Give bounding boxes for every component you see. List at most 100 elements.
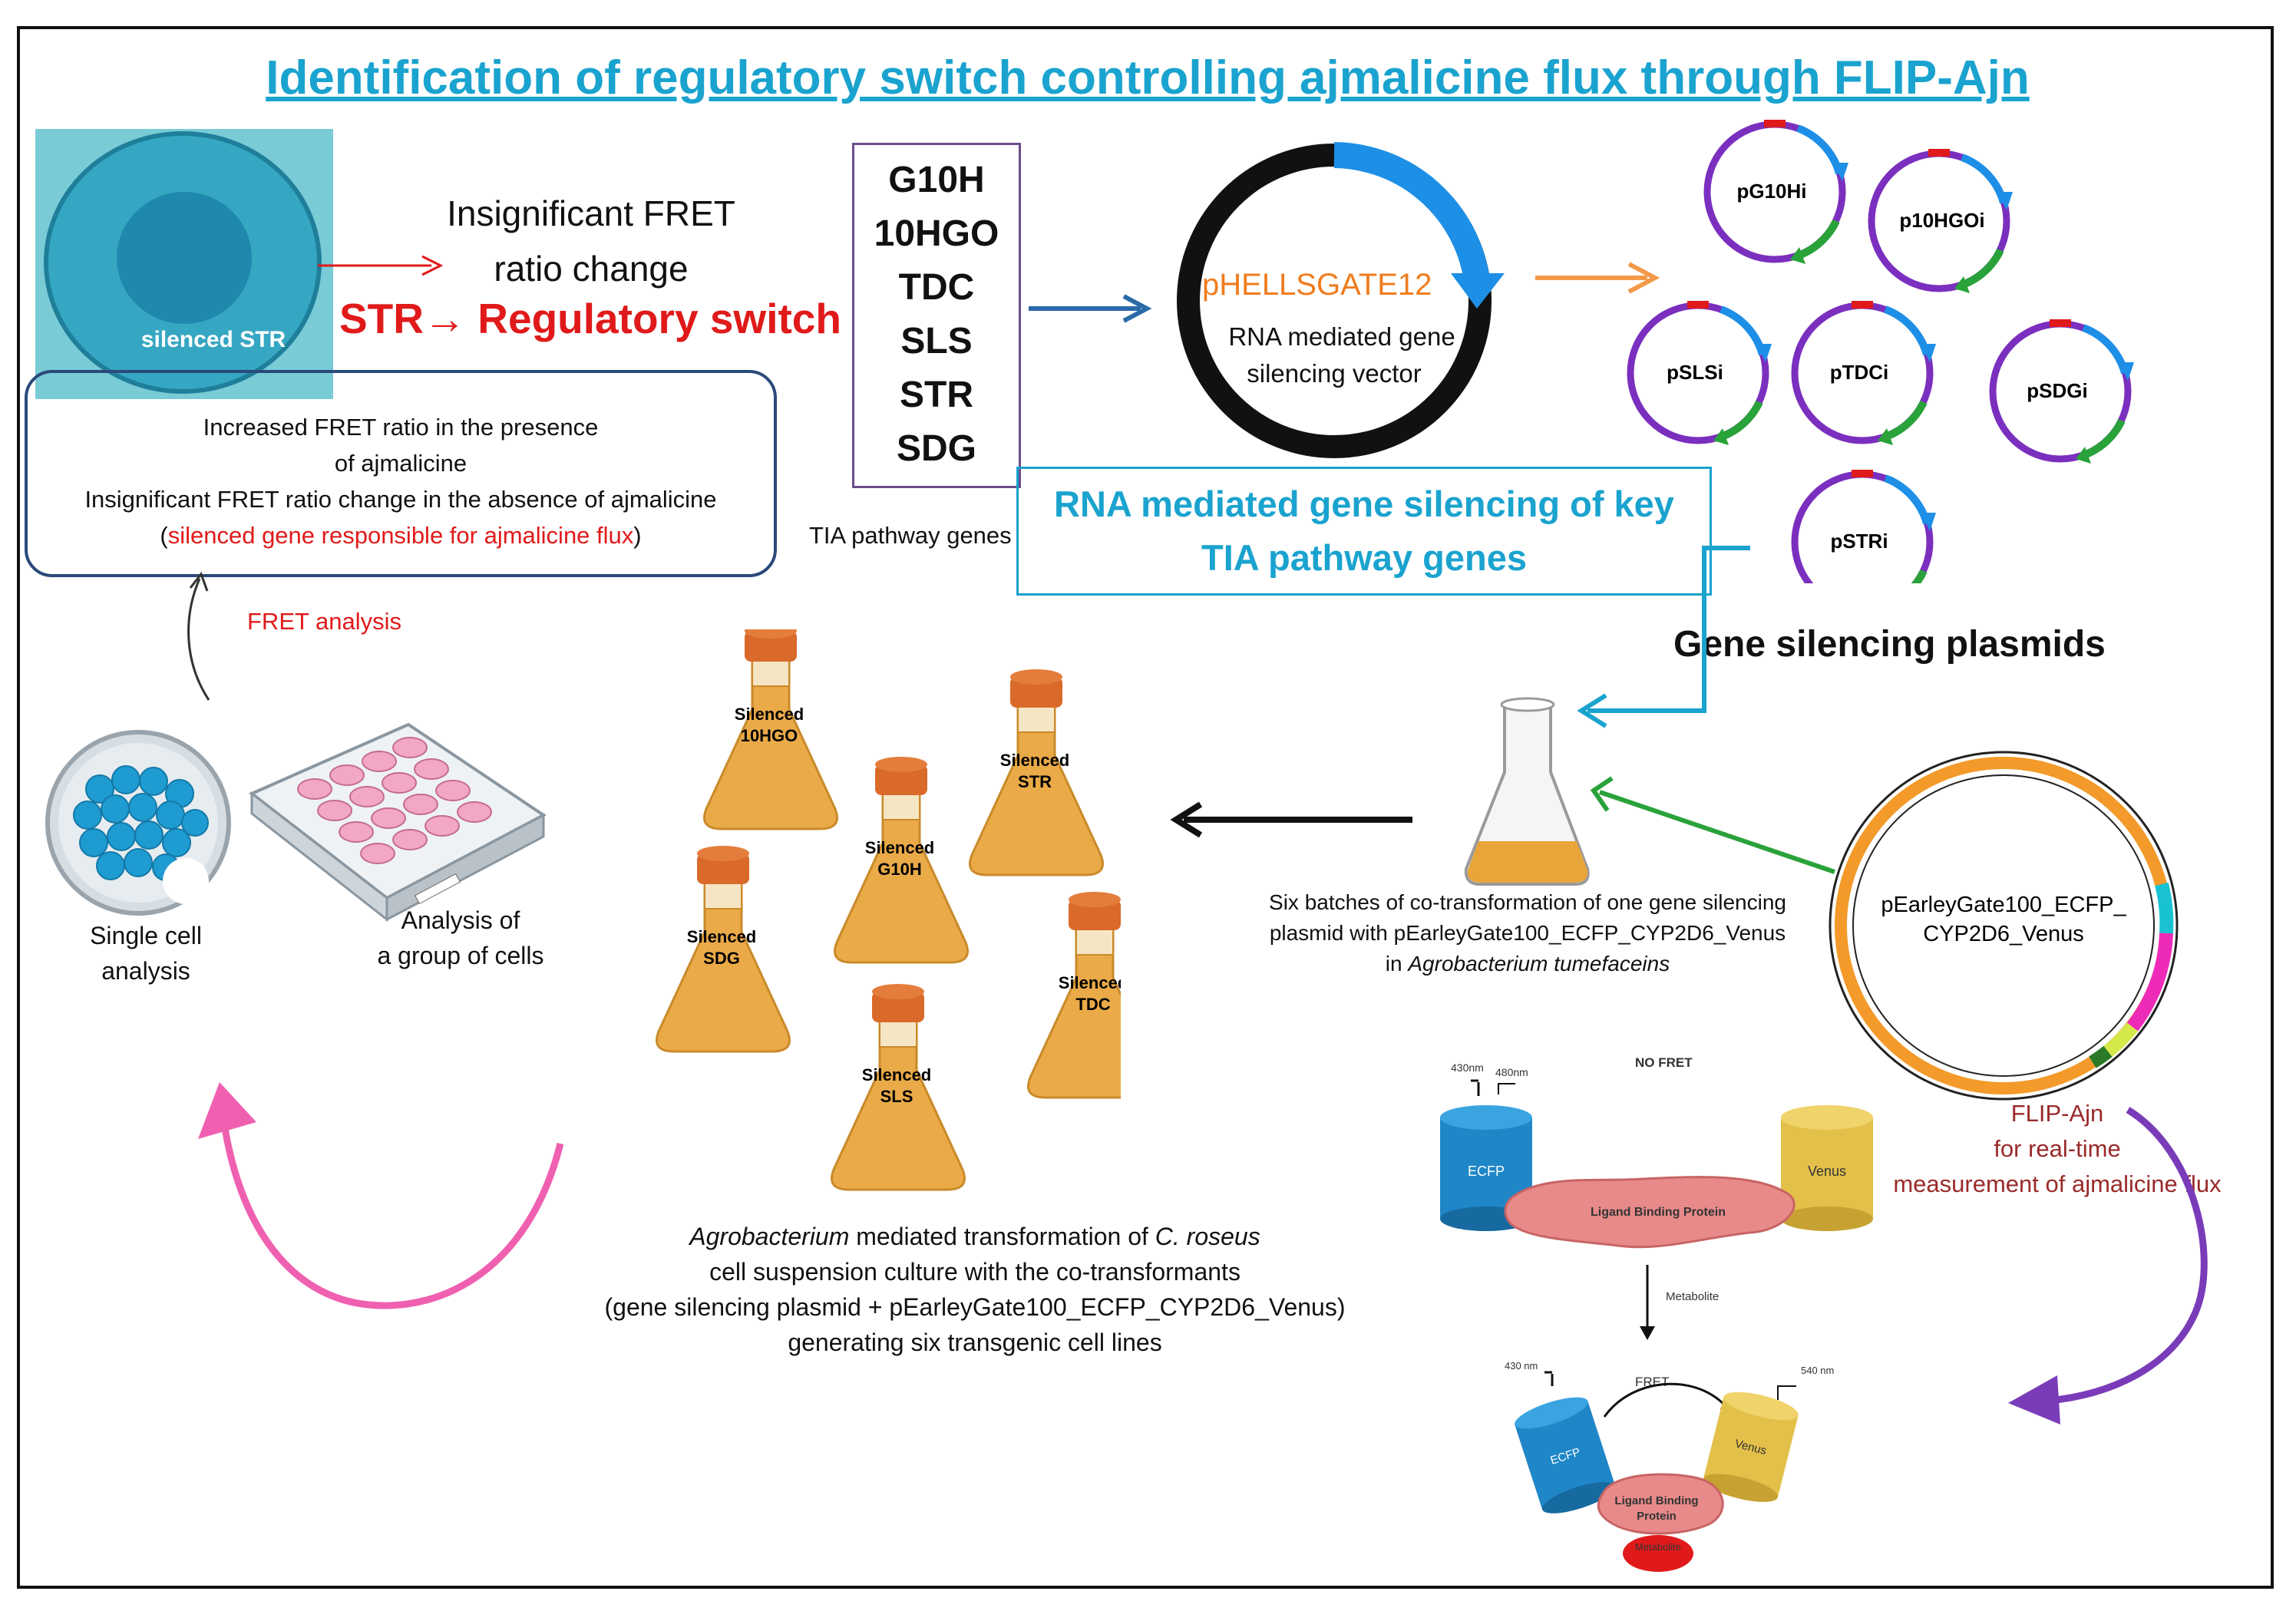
gene-item: SLS xyxy=(900,321,973,361)
flip-ajn-text: FLIP-Ajn for real-time measurement of aj… xyxy=(1850,1096,2265,1202)
fret-line4: (silenced gene responsible for ajmalicin… xyxy=(160,522,642,549)
fret-result-box xyxy=(25,370,777,577)
cotrans-line3: in Agrobacterium tumefaceins xyxy=(1385,952,1670,976)
petri-dish xyxy=(45,730,231,916)
svg-text:pSLSi: pSLSi xyxy=(1667,361,1723,384)
svg-text:pSDGi: pSDGi xyxy=(2027,379,2087,402)
transformation-line3: (gene silencing plasmid + pEarleyGate100… xyxy=(604,1293,1346,1321)
svg-text:480nm: 480nm xyxy=(1495,1066,1528,1078)
rnai-line2: TIA pathway genes xyxy=(1201,537,1527,578)
metabolite-label: Metabolite xyxy=(1635,1541,1681,1553)
flask-silenced-g10h: Silenced G10H xyxy=(834,755,969,964)
fret-result-text: Increased FRET ratio in the presence of … xyxy=(31,409,771,553)
svg-text:Ligand Binding: Ligand Binding xyxy=(1614,1494,1698,1507)
fret-line4-red: silenced gene responsible for ajmalicine… xyxy=(167,522,634,549)
cotransformation-text: Six batches of co-transformation of one … xyxy=(1221,887,1835,979)
flip-ajn-sensor: NO FRET 430nm 480nm ECFP Venus Ligand Bi… xyxy=(1440,1055,1873,1572)
fret-line1: Increased FRET ratio in the presence xyxy=(203,414,599,441)
plasmids-caption: Gene silencing plasmids xyxy=(1673,624,2106,665)
svg-text:pSTRi: pSTRi xyxy=(1830,530,1888,553)
svg-text:Silenced: Silenced xyxy=(1059,973,1121,992)
transformation-line2: cell suspension culture with the co-tran… xyxy=(709,1258,1241,1286)
plasmid-p10hgoi: p10HGOi xyxy=(1871,149,2013,293)
gene-silencing-plasmids: pG10Hi p10HGOi pSLSi pTDCi pSDGi pSTRi xyxy=(1624,115,2238,583)
flip-line3: measurement of ajmalicine flux xyxy=(1893,1170,2222,1197)
group-cells-text: Analysis of a group of cells xyxy=(377,906,544,969)
svg-text:10HGO: 10HGO xyxy=(741,726,798,745)
big-plasmid-line2: CYP2D6_Venus xyxy=(1923,922,2084,946)
gene-item: STR xyxy=(900,375,973,415)
flask-to-cultures-arrow xyxy=(1170,801,1412,838)
fret-line3: Insignificant FRET ratio change in the a… xyxy=(84,486,717,513)
svg-text:Silenced: Silenced xyxy=(862,1065,931,1084)
transformation-line4: generating six transgenic cell lines xyxy=(788,1329,1162,1356)
switch-text: Insignificant FRET ratio change xyxy=(391,186,791,296)
switch-line1: Insignificant FRET xyxy=(447,193,735,233)
svg-text:p10HGOi: p10HGOi xyxy=(1899,209,1984,232)
pearleygate-plasmid: pEarleyGate100_ECFP_ CYP2D6_Venus xyxy=(1829,751,2179,1101)
plasmid-ptdci: pTDCi xyxy=(1795,301,1936,445)
gene-list: G10H 10HGO TDC SLS STR SDG xyxy=(852,154,1021,476)
svg-text:Silenced: Silenced xyxy=(687,927,756,946)
plasmid-pg10hi: pG10Hi xyxy=(1707,120,1848,264)
silenced-flasks: Silenced 10HGO Silenced STR Silenced G10… xyxy=(656,629,1121,1191)
well-plate xyxy=(249,722,547,923)
svg-text:TDC: TDC xyxy=(1075,995,1110,1014)
fret-analysis-label: FRET analysis xyxy=(247,608,401,635)
gene-item: TDC xyxy=(898,267,975,308)
purple-curved-arrow xyxy=(2008,1107,2208,1424)
phellsgate12-vector: pHELLSGATE12 RNA mediated gene silencing… xyxy=(1177,142,1505,458)
fret-line2: of ajmalicine xyxy=(334,450,467,477)
vector-name: pHELLSGATE12 xyxy=(1202,268,1432,302)
plasmids-to-flask-arrow xyxy=(1577,546,1750,728)
gene-item: G10H xyxy=(888,160,985,200)
svg-text:Protein: Protein xyxy=(1637,1510,1677,1523)
ecfp-label: ECFP xyxy=(1468,1164,1505,1179)
metabolite-arrow-label: Metabolite xyxy=(1666,1290,1719,1303)
gene-item: 10HGO xyxy=(874,213,999,254)
cotransformation-flask xyxy=(1464,697,1590,886)
gene-item: SDG xyxy=(896,428,976,469)
lbp-label: Ligand Binding Protein xyxy=(1591,1206,1726,1219)
flask-silenced-10hgo: Silenced 10HGO xyxy=(703,629,838,830)
genes-to-vector-arrow xyxy=(1029,294,1152,323)
svg-text:STR: STR xyxy=(1018,772,1052,791)
genes-caption: TIA pathway genes xyxy=(809,522,1012,549)
cell-label: silenced STR xyxy=(141,327,286,352)
plasmid-psdgi: pSDGi xyxy=(1993,319,2134,464)
rnai-box xyxy=(1016,467,1712,596)
pink-curved-arrow xyxy=(198,1082,564,1309)
switch-line2: ratio change xyxy=(494,249,689,289)
regulatory-switch-text: STR→ Regulatory switch xyxy=(339,295,841,342)
no-fret-label: NO FRET xyxy=(1635,1055,1693,1070)
svg-text:Silenced: Silenced xyxy=(735,705,804,724)
vector-desc1: RNA mediated gene xyxy=(1228,322,1455,351)
gene-list-box xyxy=(852,143,1021,488)
rnai-text: RNA mediated gene silencing of key TIA p… xyxy=(1016,477,1712,585)
venus-label: Venus xyxy=(1808,1164,1846,1179)
svg-text:pTDCi: pTDCi xyxy=(1830,361,1889,384)
plasmid-to-flask-arrow xyxy=(1590,776,1835,874)
vector-desc2: silencing vector xyxy=(1247,359,1421,388)
svg-text:SLS: SLS xyxy=(880,1087,913,1106)
figure-title: Identification of regulatory switch cont… xyxy=(266,51,2030,104)
svg-text:pG10Hi: pG10Hi xyxy=(1736,180,1806,203)
vector-to-plasmids-arrow xyxy=(1535,262,1660,294)
silenced-cell-image: silenced STR xyxy=(35,129,333,399)
single-cell-text: Single cell analysis xyxy=(90,922,202,985)
cotrans-line1: Six batches of co-transformation of one … xyxy=(1269,890,1786,914)
svg-text:Silenced: Silenced xyxy=(1000,751,1069,770)
svg-text:G10H: G10H xyxy=(877,860,921,879)
figure-frame xyxy=(17,26,2274,1589)
transformation-line1: Agrobacterium mediated transformation of… xyxy=(689,1223,1260,1250)
plasmid-pslsi: pSLSi xyxy=(1630,301,1772,445)
plasmid-pstri: pSTRi xyxy=(1795,470,1936,583)
up-arrow xyxy=(187,571,210,701)
flask-silenced-tdc: Silenced TDC xyxy=(1027,890,1121,1099)
transformation-text: Agrobacterium mediated transformation of… xyxy=(507,1219,1443,1360)
flip-line2: for real-time xyxy=(1994,1135,2121,1162)
svg-text:430 nm: 430 nm xyxy=(1505,1360,1538,1372)
svg-text:430nm: 430nm xyxy=(1451,1061,1484,1074)
rnai-line1: RNA mediated gene silencing of key xyxy=(1054,484,1674,524)
flip-line1: FLIP-Ajn xyxy=(2010,1100,2104,1127)
